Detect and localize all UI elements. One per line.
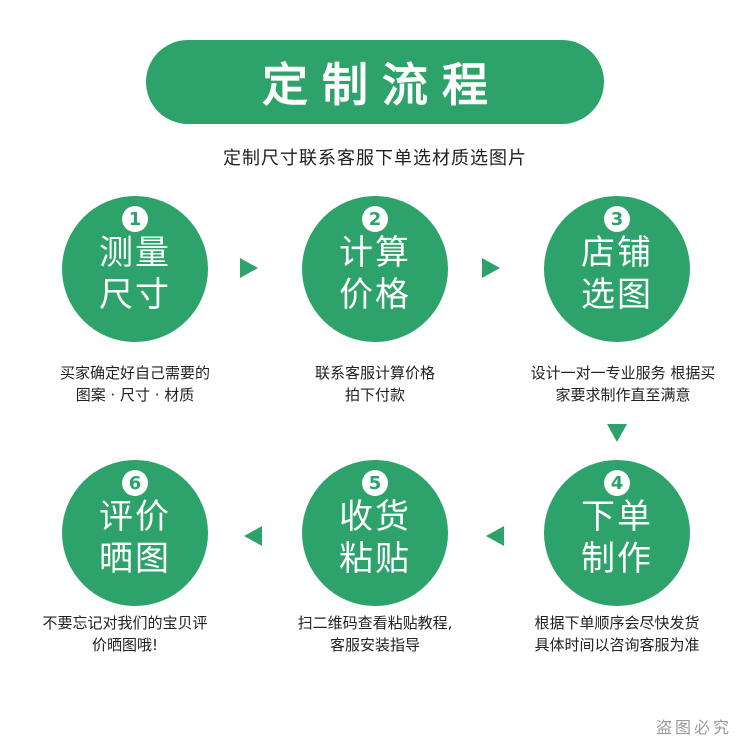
arrow-left-icon (244, 526, 262, 546)
step-5-circle: 5 收货 粘贴 (302, 460, 448, 606)
step-6-title-line1: 评价 (99, 497, 171, 537)
step-4-desc-line1: 根据下单顺序会尽快发货 (534, 614, 700, 632)
arrow-right-icon (240, 258, 258, 278)
step-6-circle: 6 评价 晒图 (62, 460, 208, 606)
step-2-desc-line1: 联系客服计算价格 (314, 364, 435, 382)
step-2-number: 2 (362, 206, 388, 232)
title-banner: 定制流程 (146, 40, 604, 124)
step-2-description: 联系客服计算价格 拍下付款 (265, 362, 485, 406)
arrow-down-icon (607, 424, 627, 442)
step-3-number: 3 (604, 206, 630, 232)
step-6-description: 不要忘记对我们的宝贝评 价晒图哦! (15, 612, 235, 656)
step-2-circle: 2 计算 价格 (302, 196, 448, 342)
step-3-desc-line2: 家要求制作直至满意 (555, 386, 691, 404)
step-3-circle: 3 店铺 选图 (544, 196, 690, 342)
step-1-desc-line2: 图案 · 尺寸 · 材质 (75, 386, 195, 404)
arrow-left-icon (486, 526, 504, 546)
step-4-circle: 4 下单 制作 (544, 460, 690, 606)
page-title: 定制流程 (262, 58, 502, 112)
step-5-description: 扫二维码查看粘贴教程, 客服安装指导 (265, 612, 485, 656)
step-3-desc-line1: 设计一对一专业服务 根据买 (530, 364, 716, 382)
step-5-title-line1: 收货 (339, 497, 411, 537)
arrow-right-icon (482, 258, 500, 278)
step-4-description: 根据下单顺序会尽快发货 具体时间以咨询客服为准 (507, 612, 727, 656)
step-6-title-line2: 晒图 (99, 539, 171, 579)
step-1-number: 1 (122, 206, 148, 232)
step-4-desc-line2: 具体时间以咨询客服为准 (534, 636, 700, 654)
step-5-number: 5 (362, 470, 388, 496)
step-5-desc-line2: 客服安装指导 (329, 636, 420, 654)
step-1-title-line1: 测量 (99, 233, 171, 273)
step-3-description: 设计一对一专业服务 根据买 家要求制作直至满意 (507, 362, 739, 406)
step-6-desc-line1: 不要忘记对我们的宝贝评 (42, 614, 208, 632)
step-2-desc-line2: 拍下付款 (344, 386, 405, 404)
step-5-title-line2: 粘贴 (339, 539, 411, 579)
step-4-title-line2: 制作 (581, 539, 653, 579)
step-6-number: 6 (122, 470, 148, 496)
step-2-title-line2: 价格 (339, 275, 411, 315)
step-4-title-line1: 下单 (581, 497, 653, 537)
subtitle: 定制尺寸联系客服下单选材质选图片 (223, 148, 527, 169)
step-3-title-line1: 店铺 (581, 233, 653, 273)
step-3-title-line2: 选图 (581, 275, 653, 315)
step-1-description: 买家确定好自己需要的 图案 · 尺寸 · 材质 (25, 362, 245, 406)
step-2-title-line1: 计算 (339, 233, 411, 273)
step-1-circle: 1 测量 尺寸 (62, 196, 208, 342)
step-1-desc-line1: 买家确定好自己需要的 (59, 364, 210, 382)
step-1-title-line2: 尺寸 (99, 275, 171, 315)
step-5-desc-line1: 扫二维码查看粘贴教程, (297, 614, 453, 632)
step-4-number: 4 (604, 470, 630, 496)
step-6-desc-line2: 价晒图哦! (91, 636, 158, 654)
watermark: 盗图必究 (655, 718, 732, 737)
